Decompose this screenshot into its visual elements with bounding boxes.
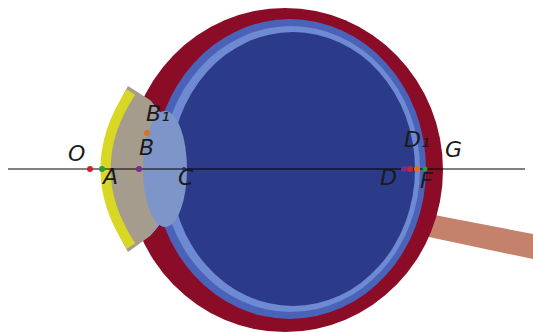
point-label: A [103, 166, 118, 188]
point [401, 166, 407, 172]
point-label: D [380, 167, 397, 189]
point [407, 166, 413, 172]
point [414, 166, 420, 172]
point-label: D₁ [404, 129, 430, 151]
point-label: B [139, 137, 154, 159]
point-label: B₁ [146, 103, 170, 125]
optical-axis [8, 169, 525, 170]
point-label: G [445, 139, 462, 161]
point [136, 166, 142, 172]
point [87, 166, 93, 172]
point-label: F [420, 170, 433, 192]
sclera [127, 8, 443, 332]
point [144, 130, 150, 136]
point-label: C [178, 167, 193, 189]
point-label: O [68, 143, 85, 165]
